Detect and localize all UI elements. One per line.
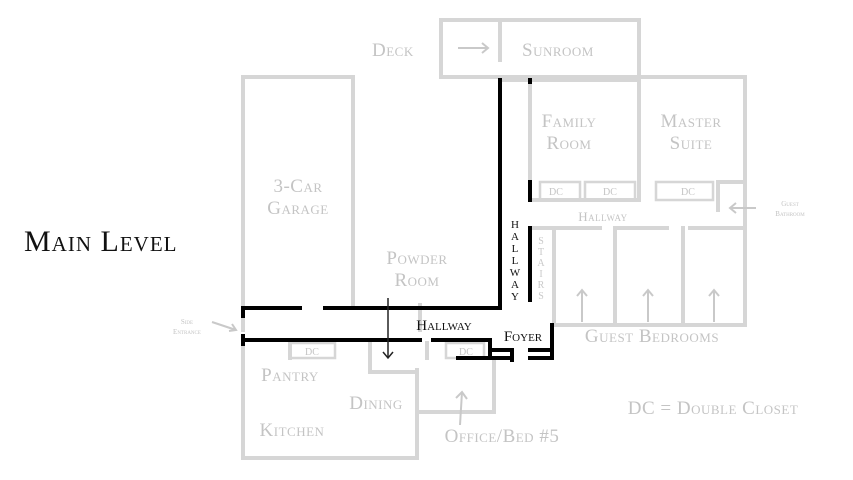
closet-family-2-label: DC — [603, 187, 617, 198]
closet-master-label: DC — [681, 187, 695, 198]
office-label: Office/Bed #5 — [445, 426, 560, 447]
deck-label: Deck — [372, 40, 414, 61]
guest-bathroom-label-2: Bathroom — [775, 210, 805, 218]
lower-hallway-label: Hallway — [416, 318, 471, 334]
powder-room-label-2: Room — [394, 270, 439, 291]
upper-hallway-label: Hallway — [578, 209, 627, 224]
svg-text:W: W — [510, 267, 521, 279]
main-level-walls — [241, 78, 554, 362]
kitchen-label: Kitchen — [260, 420, 325, 441]
dining-label: Dining — [349, 393, 403, 414]
powder-room-label-1: Powder — [386, 248, 447, 269]
svg-text:H: H — [511, 219, 519, 231]
guest-bedrooms-label: Guest Bedrooms — [585, 326, 719, 347]
svg-text:S: S — [538, 236, 544, 247]
side-entrance-label-1: Side — [181, 318, 193, 326]
guest-bathroom-label-1: Guest — [781, 200, 799, 208]
sunroom-deck-outline — [439, 18, 641, 79]
svg-text:L: L — [512, 255, 519, 267]
svg-text:L: L — [512, 243, 519, 255]
side-entrance-label-2: Entrance — [173, 328, 201, 336]
svg-text:I: I — [539, 269, 542, 280]
closet-pantry-label: DC — [305, 347, 319, 358]
svg-text:Y: Y — [511, 291, 519, 303]
svg-text:A: A — [511, 231, 519, 243]
gray-walls — [241, 18, 747, 460]
stairs-label: S T A I R S — [537, 236, 545, 302]
family-room-label-1: Family — [542, 111, 597, 132]
family-room-label-2: Room — [546, 133, 591, 154]
svg-text:T: T — [538, 247, 544, 258]
pantry-label: Pantry — [261, 365, 319, 386]
vertical-hallway-label: H A L L W A Y — [510, 219, 521, 303]
sunroom-label: Sunroom — [522, 40, 594, 61]
garage-label-2: Garage — [267, 198, 329, 219]
svg-text:A: A — [537, 258, 545, 269]
page-title: Main Level — [24, 225, 177, 258]
svg-text:R: R — [538, 280, 545, 291]
closet-office-label: DC — [459, 347, 473, 358]
arrows — [211, 42, 756, 426]
garage-label-1: 3-Car — [273, 176, 322, 197]
svg-text:S: S — [538, 291, 544, 302]
closet-pantry — [288, 341, 337, 360]
master-suite-label-1: Master — [660, 111, 721, 132]
legend-text: DC = Double Closet — [628, 398, 799, 419]
closet-family-1-label: DC — [549, 187, 563, 198]
svg-text:A: A — [511, 279, 519, 291]
foyer-label: Foyer — [504, 329, 543, 345]
master-suite-label-2: Suite — [670, 133, 713, 154]
closet-master — [654, 180, 715, 202]
